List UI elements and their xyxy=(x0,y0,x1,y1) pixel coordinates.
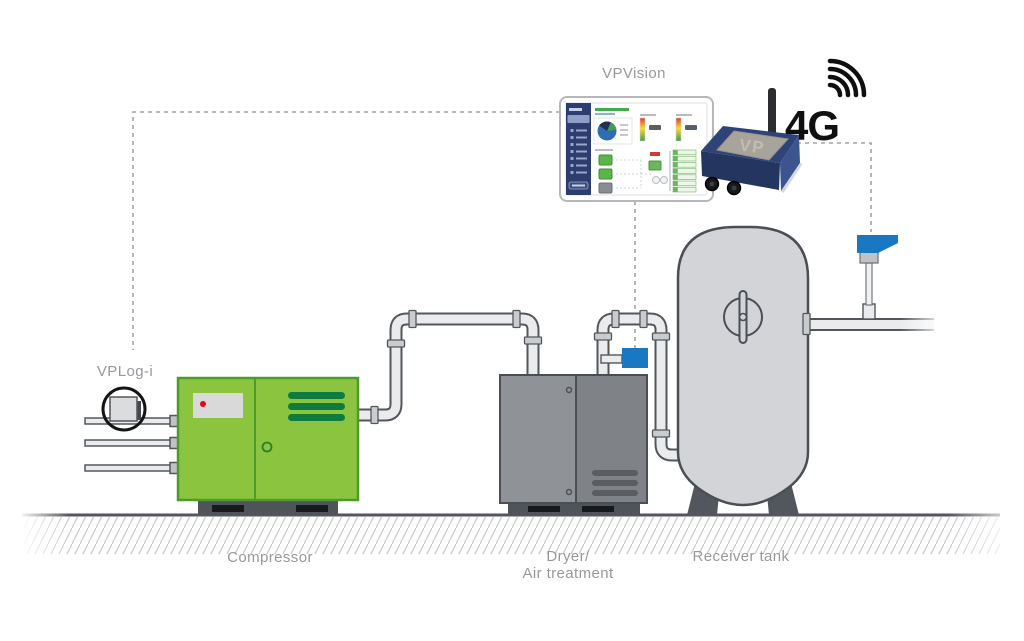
dashboard-flow-diagram xyxy=(595,149,697,194)
panel-screw xyxy=(565,386,573,394)
gateway-connectors xyxy=(704,176,742,196)
sensor-connector xyxy=(859,251,879,264)
pipe-flanges xyxy=(370,309,543,425)
dryer-machine xyxy=(499,374,648,515)
vpvision-tablet xyxy=(559,96,714,202)
sensor-stem xyxy=(865,262,873,306)
vpvision-label: VPVision xyxy=(602,65,666,82)
pipe-compressor-to-dryer xyxy=(356,309,543,425)
alert-text xyxy=(650,152,660,156)
antenna xyxy=(768,88,776,138)
dashboard-title-text xyxy=(595,108,629,111)
dryer-base xyxy=(508,503,640,515)
connection-gateway-to-flow-sensor xyxy=(797,142,872,232)
gauge-value-text xyxy=(649,125,661,130)
gauge-value-text xyxy=(685,125,697,130)
vent-grille xyxy=(288,392,345,421)
gauge-bar xyxy=(675,117,682,142)
sidebar-menu-items xyxy=(570,129,587,174)
compressor-label: Compressor xyxy=(227,549,313,566)
sidebar-logo xyxy=(569,108,582,111)
flow-node-compressor xyxy=(598,154,613,166)
sidebar-active-item xyxy=(567,115,590,123)
gauge-bar xyxy=(639,117,646,142)
dryer-label-line2: Air treatment xyxy=(522,565,613,582)
status-led xyxy=(200,401,206,407)
ground-hatching xyxy=(24,517,1000,554)
ground xyxy=(18,508,1024,558)
dashboard-main xyxy=(593,108,697,194)
compressor-machine xyxy=(176,376,360,514)
flow-node-dryer xyxy=(598,182,613,194)
receiver-tank-vessel xyxy=(676,225,810,515)
4g-text: 4G xyxy=(785,102,839,149)
dryer-label-line1: Dryer/ xyxy=(546,548,590,565)
gateway-front-face xyxy=(701,151,780,190)
dashboard-subtitle-text xyxy=(595,113,615,115)
vent-grille xyxy=(592,470,638,496)
gateway-4g: VP xyxy=(701,88,803,196)
sensor-body xyxy=(109,396,138,422)
pipe-tank-outlet xyxy=(802,312,946,337)
connection-vplog-to-vpvision xyxy=(132,111,560,350)
tank-body xyxy=(676,225,810,507)
pipe-flanges xyxy=(593,309,671,438)
pipe-flange xyxy=(802,312,811,336)
flow-node-compressor xyxy=(598,168,613,180)
gateway-label-patch xyxy=(716,130,789,161)
vplog-i-label: VPLog-i xyxy=(97,363,153,380)
dryer-left-panel xyxy=(499,374,577,504)
vp-logo-text: VP xyxy=(738,136,766,158)
sensor-head xyxy=(857,235,898,253)
cellular-4g: 4G xyxy=(785,58,867,149)
sensor-fitting xyxy=(862,303,876,320)
vplog-i-sensor xyxy=(101,386,147,432)
sensor-head xyxy=(622,348,648,368)
flow-sensor xyxy=(857,235,898,320)
signal-waves-icon xyxy=(827,58,867,98)
power-cables xyxy=(84,414,181,475)
current-clamp-ring xyxy=(101,386,147,432)
pipe-dryer-to-tank xyxy=(593,309,684,462)
panel-screw xyxy=(565,488,573,496)
gateway-side-face xyxy=(780,135,800,191)
pie-legend xyxy=(620,124,628,136)
dashboard-sidebar xyxy=(566,103,591,195)
sensor-stub xyxy=(600,354,623,364)
door-knob xyxy=(261,441,273,453)
receiver-tank-label: Receiver tank xyxy=(693,548,790,565)
dew-point-sensor xyxy=(600,348,648,368)
flow-measurement-list xyxy=(672,149,697,193)
